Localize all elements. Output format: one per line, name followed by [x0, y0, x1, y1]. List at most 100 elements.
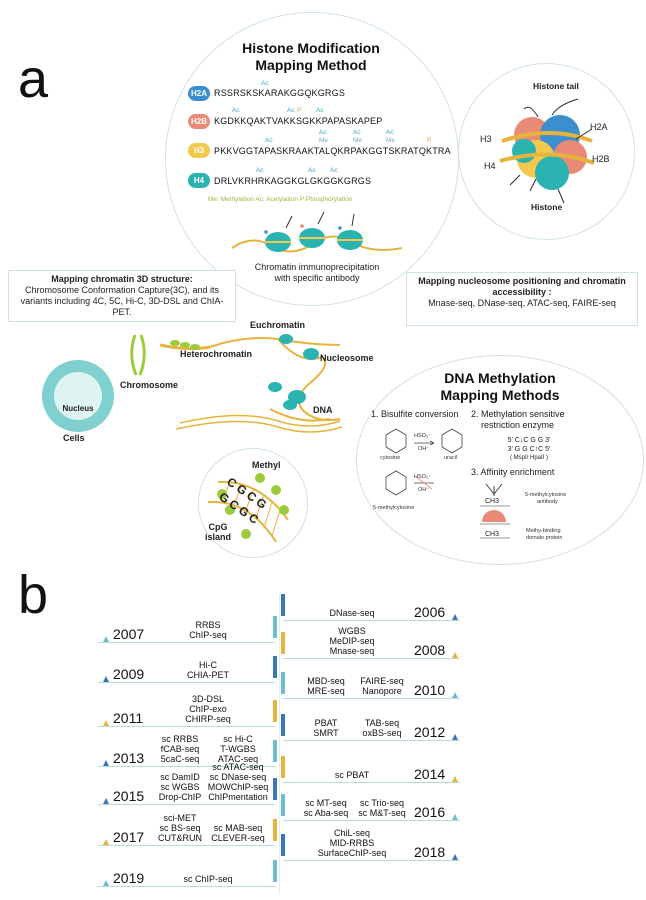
timeline-underline	[283, 782, 460, 783]
hso3-label-2: HSO₃⁻	[414, 474, 432, 480]
chip-caption-line2: with specific antibody	[274, 273, 360, 283]
timeline-bar	[273, 616, 277, 638]
dna-methylation-title-line2: Mapping Methods	[440, 387, 560, 403]
timeline-method: FAIRE-seq	[360, 676, 404, 686]
timeline-method: CUT&RUN	[158, 833, 202, 843]
timeline-method: sc RRBS	[161, 734, 199, 744]
timeline-method: Nanopore	[362, 686, 402, 696]
timeline-year: 2012	[414, 724, 446, 740]
antibody-label: 5-methylcytosine antibody	[525, 492, 566, 506]
dna-methylation-circle	[356, 355, 644, 565]
timeline-year: 2016	[414, 804, 446, 820]
ac-mark: Ac	[261, 80, 269, 87]
timeline-method: sc Trio-seq	[359, 798, 404, 808]
methylcytosine-label: 5-methylcytosine	[373, 505, 415, 511]
ac-mark: Ac	[386, 129, 394, 136]
h3-badge: H3	[188, 143, 210, 158]
timeline-method: TAB-seq	[364, 718, 400, 728]
h2b-sequence: KGDKKQAKTVAKKSGKKPAPASKAPEP	[214, 116, 383, 126]
timeline-bar	[281, 594, 285, 616]
timeline-marker-icon	[103, 839, 109, 845]
methyl-label: Methyl	[252, 460, 281, 470]
timeline-method: MRE-seq	[307, 686, 345, 696]
h3-sequence: PKKVGGTAPASKRAAKTALQKRPAKGGTSKRATQKTRA	[214, 146, 451, 156]
timeline-bar	[273, 740, 277, 762]
ch3-label: CH3	[485, 498, 500, 505]
histone-title-line1: Histone Modification	[242, 40, 380, 56]
timeline-method: ChIP-exo	[189, 704, 227, 714]
timeline-method: sc DamID	[160, 772, 200, 782]
timeline-underline	[98, 766, 275, 767]
ac-mark: Ac	[287, 107, 295, 114]
timeline-year: 2011	[113, 710, 144, 726]
timeline-bar	[273, 819, 277, 841]
timeline-method: RRBS	[195, 620, 221, 630]
timeline-year: 2018	[414, 844, 446, 860]
timeline-method: CHIA-PET	[186, 670, 229, 680]
timeline-year: 2006	[414, 604, 446, 620]
ac-mark: Ac	[256, 167, 264, 174]
timeline-underline	[98, 804, 275, 805]
h2b-label: H2B	[592, 154, 610, 164]
timeline-method: sc BS-seq	[159, 823, 201, 833]
timeline-method: ChiL-seq	[333, 828, 371, 838]
timeline-method: sc PBAT	[334, 770, 370, 780]
chromosome-label: Chromosome	[120, 380, 179, 390]
timeline-spine	[279, 594, 280, 894]
cpg-illustration	[207, 473, 289, 543]
ac-mark: Ac	[330, 167, 338, 174]
timeline-marker-icon	[103, 720, 109, 726]
ac-mark: Ac	[265, 137, 273, 144]
h4-badge: H4	[188, 173, 210, 188]
timeline-method: MBD-seq	[307, 676, 345, 686]
protein-label: Methy-binding domain protein	[526, 528, 562, 542]
timeline-method: sc WGBS	[160, 782, 200, 792]
h2a-badge: H2A	[188, 86, 210, 101]
bisulfite-chemistry-illustration	[385, 428, 463, 496]
timeline-method: Drop-ChIP	[158, 792, 202, 802]
timeline-method: Hi-C	[199, 660, 217, 670]
antibody-line1: 5-methylcytosine	[525, 492, 567, 498]
ac-mark: Ac	[308, 167, 316, 174]
timeline-bar	[273, 656, 277, 678]
timeline-marker-icon	[103, 880, 109, 886]
timeline-year: 2015	[113, 788, 145, 804]
box-nucleosome-body: Mnase-seq, DNase-seq, ATAC-seq, FAIRE-se…	[428, 298, 616, 308]
restriction-line2: restriction enzyme	[481, 420, 555, 430]
timeline-year: 2013	[113, 750, 145, 766]
ac-mark: Ac	[353, 129, 361, 136]
chromatin-hierarchy-illustration	[130, 334, 343, 433]
timeline-bar	[273, 700, 277, 722]
timeline-method: sc M&T-seq	[358, 808, 406, 818]
msp-enzymes: ( MspI/ HpaII )	[509, 455, 548, 461]
timeline-methods: sc PBAT	[307, 770, 397, 780]
timeline-method: ChIPmentation	[208, 792, 268, 802]
timeline-underline	[283, 658, 460, 659]
oh-label-2: OH⁻	[418, 487, 430, 493]
nucleus-label: Nucleus	[62, 404, 94, 413]
histone-title-line2: Mapping Method	[255, 57, 367, 73]
p-mark: P	[427, 137, 432, 144]
antibody-illustration	[480, 483, 510, 539]
h4-label: H4	[484, 161, 496, 171]
hso3-label: HSO₃⁻	[414, 433, 432, 439]
timeline-underline	[283, 860, 460, 861]
h3-label: H3	[480, 134, 492, 144]
restriction-line1: 2. Methylation sensitive	[471, 409, 565, 419]
panel-b-label: b	[18, 565, 49, 625]
timeline-method: WGBS	[338, 626, 366, 636]
dna-methylation-title-line1: DNA Methylation	[444, 370, 556, 386]
cells-label: Cells	[63, 433, 85, 443]
msp-seq-bottom: 3' G G C↑C 5'	[507, 446, 551, 453]
nucleus-illustration	[54, 372, 102, 420]
